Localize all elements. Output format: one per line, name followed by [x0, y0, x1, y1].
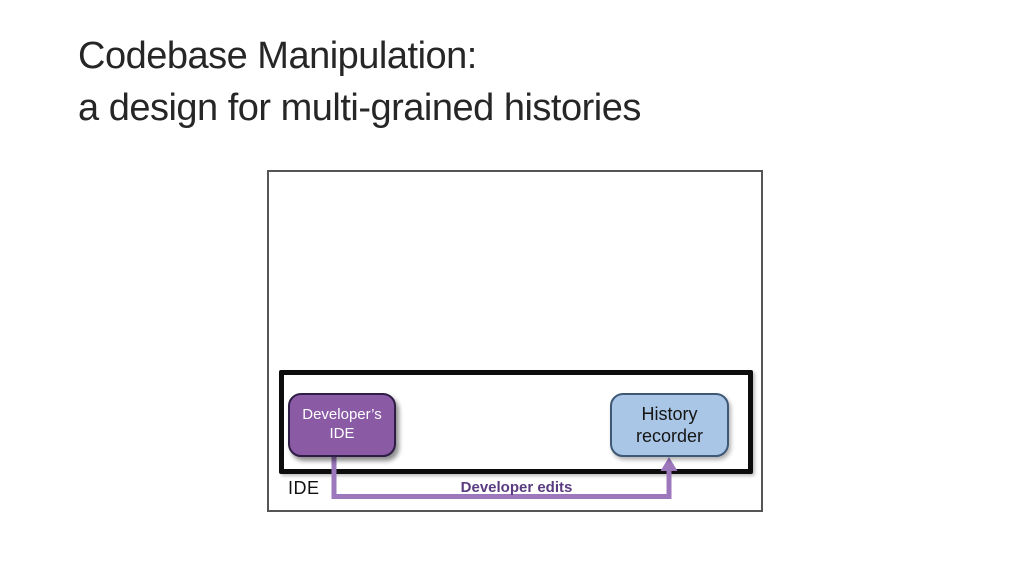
node-history-recorder: History recorder	[610, 393, 729, 457]
node-history-recorder-label-line-2: recorder	[635, 426, 704, 446]
developer-edits-label: Developer edits	[460, 479, 573, 496]
node-developers-ide: Developer’s IDE	[288, 393, 396, 457]
node-history-recorder-label-line-1: History	[641, 403, 698, 424]
slide-title-line-2: a design for multi-grained histories	[78, 87, 641, 129]
node-developers-ide-label-line-2: IDE	[329, 425, 355, 442]
ide-container-label: IDE	[288, 478, 320, 498]
slide-title-line-1: Codebase Manipulation:	[78, 35, 477, 77]
node-developers-ide-label-line-1: Developer’s	[302, 406, 382, 424]
slide-title: Codebase Manipulation: a design for mult…	[78, 30, 641, 134]
diagram-frame: Developer’s IDE History recorder IDE Dev…	[267, 170, 763, 512]
